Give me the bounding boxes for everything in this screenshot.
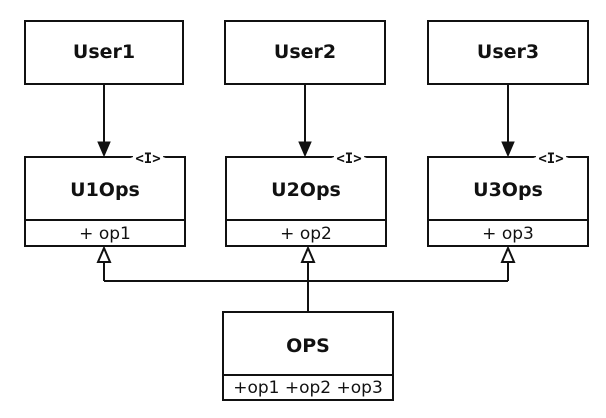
dependency-user3-u3ops	[501, 84, 515, 158]
user3-label: User3	[477, 41, 539, 63]
ops-methods: +op1 +op2 +op3	[233, 378, 383, 398]
u2ops-name: U2Ops	[271, 179, 341, 201]
realization-connector	[103, 262, 509, 312]
ops-class[interactable]: OPS +op1 +op2 +op3	[222, 311, 394, 401]
user2-label: User2	[274, 41, 336, 63]
user2-box[interactable]: User2	[224, 20, 386, 85]
u1ops-method: + op1	[79, 224, 131, 244]
u2ops-interface[interactable]: <I> U2Ops + op2	[225, 148, 387, 247]
user1-box[interactable]: User1	[24, 20, 184, 85]
dependency-user1-u1ops	[97, 84, 111, 158]
dependency-user2-u2ops	[298, 84, 312, 158]
u2ops-stereotype: <I>	[336, 151, 361, 167]
realization-arrowhead-u2ops	[300, 245, 316, 263]
u3ops-interface[interactable]: <I> U3Ops + op3	[427, 148, 589, 247]
u1ops-stereotype: <I>	[135, 151, 160, 167]
u3ops-method: + op3	[482, 224, 534, 244]
u2ops-method: + op2	[280, 224, 332, 244]
realization-arrowhead-u1ops	[96, 245, 112, 263]
ops-name: OPS	[286, 335, 330, 357]
realization-arrowhead-u3ops	[500, 245, 516, 263]
u1ops-name: U1Ops	[70, 179, 140, 201]
u1ops-interface[interactable]: <I> U1Ops + op1	[24, 148, 186, 247]
u3ops-name: U3Ops	[473, 179, 543, 201]
user1-label: User1	[73, 41, 135, 63]
user3-box[interactable]: User3	[427, 20, 589, 85]
u3ops-stereotype: <I>	[538, 151, 563, 167]
